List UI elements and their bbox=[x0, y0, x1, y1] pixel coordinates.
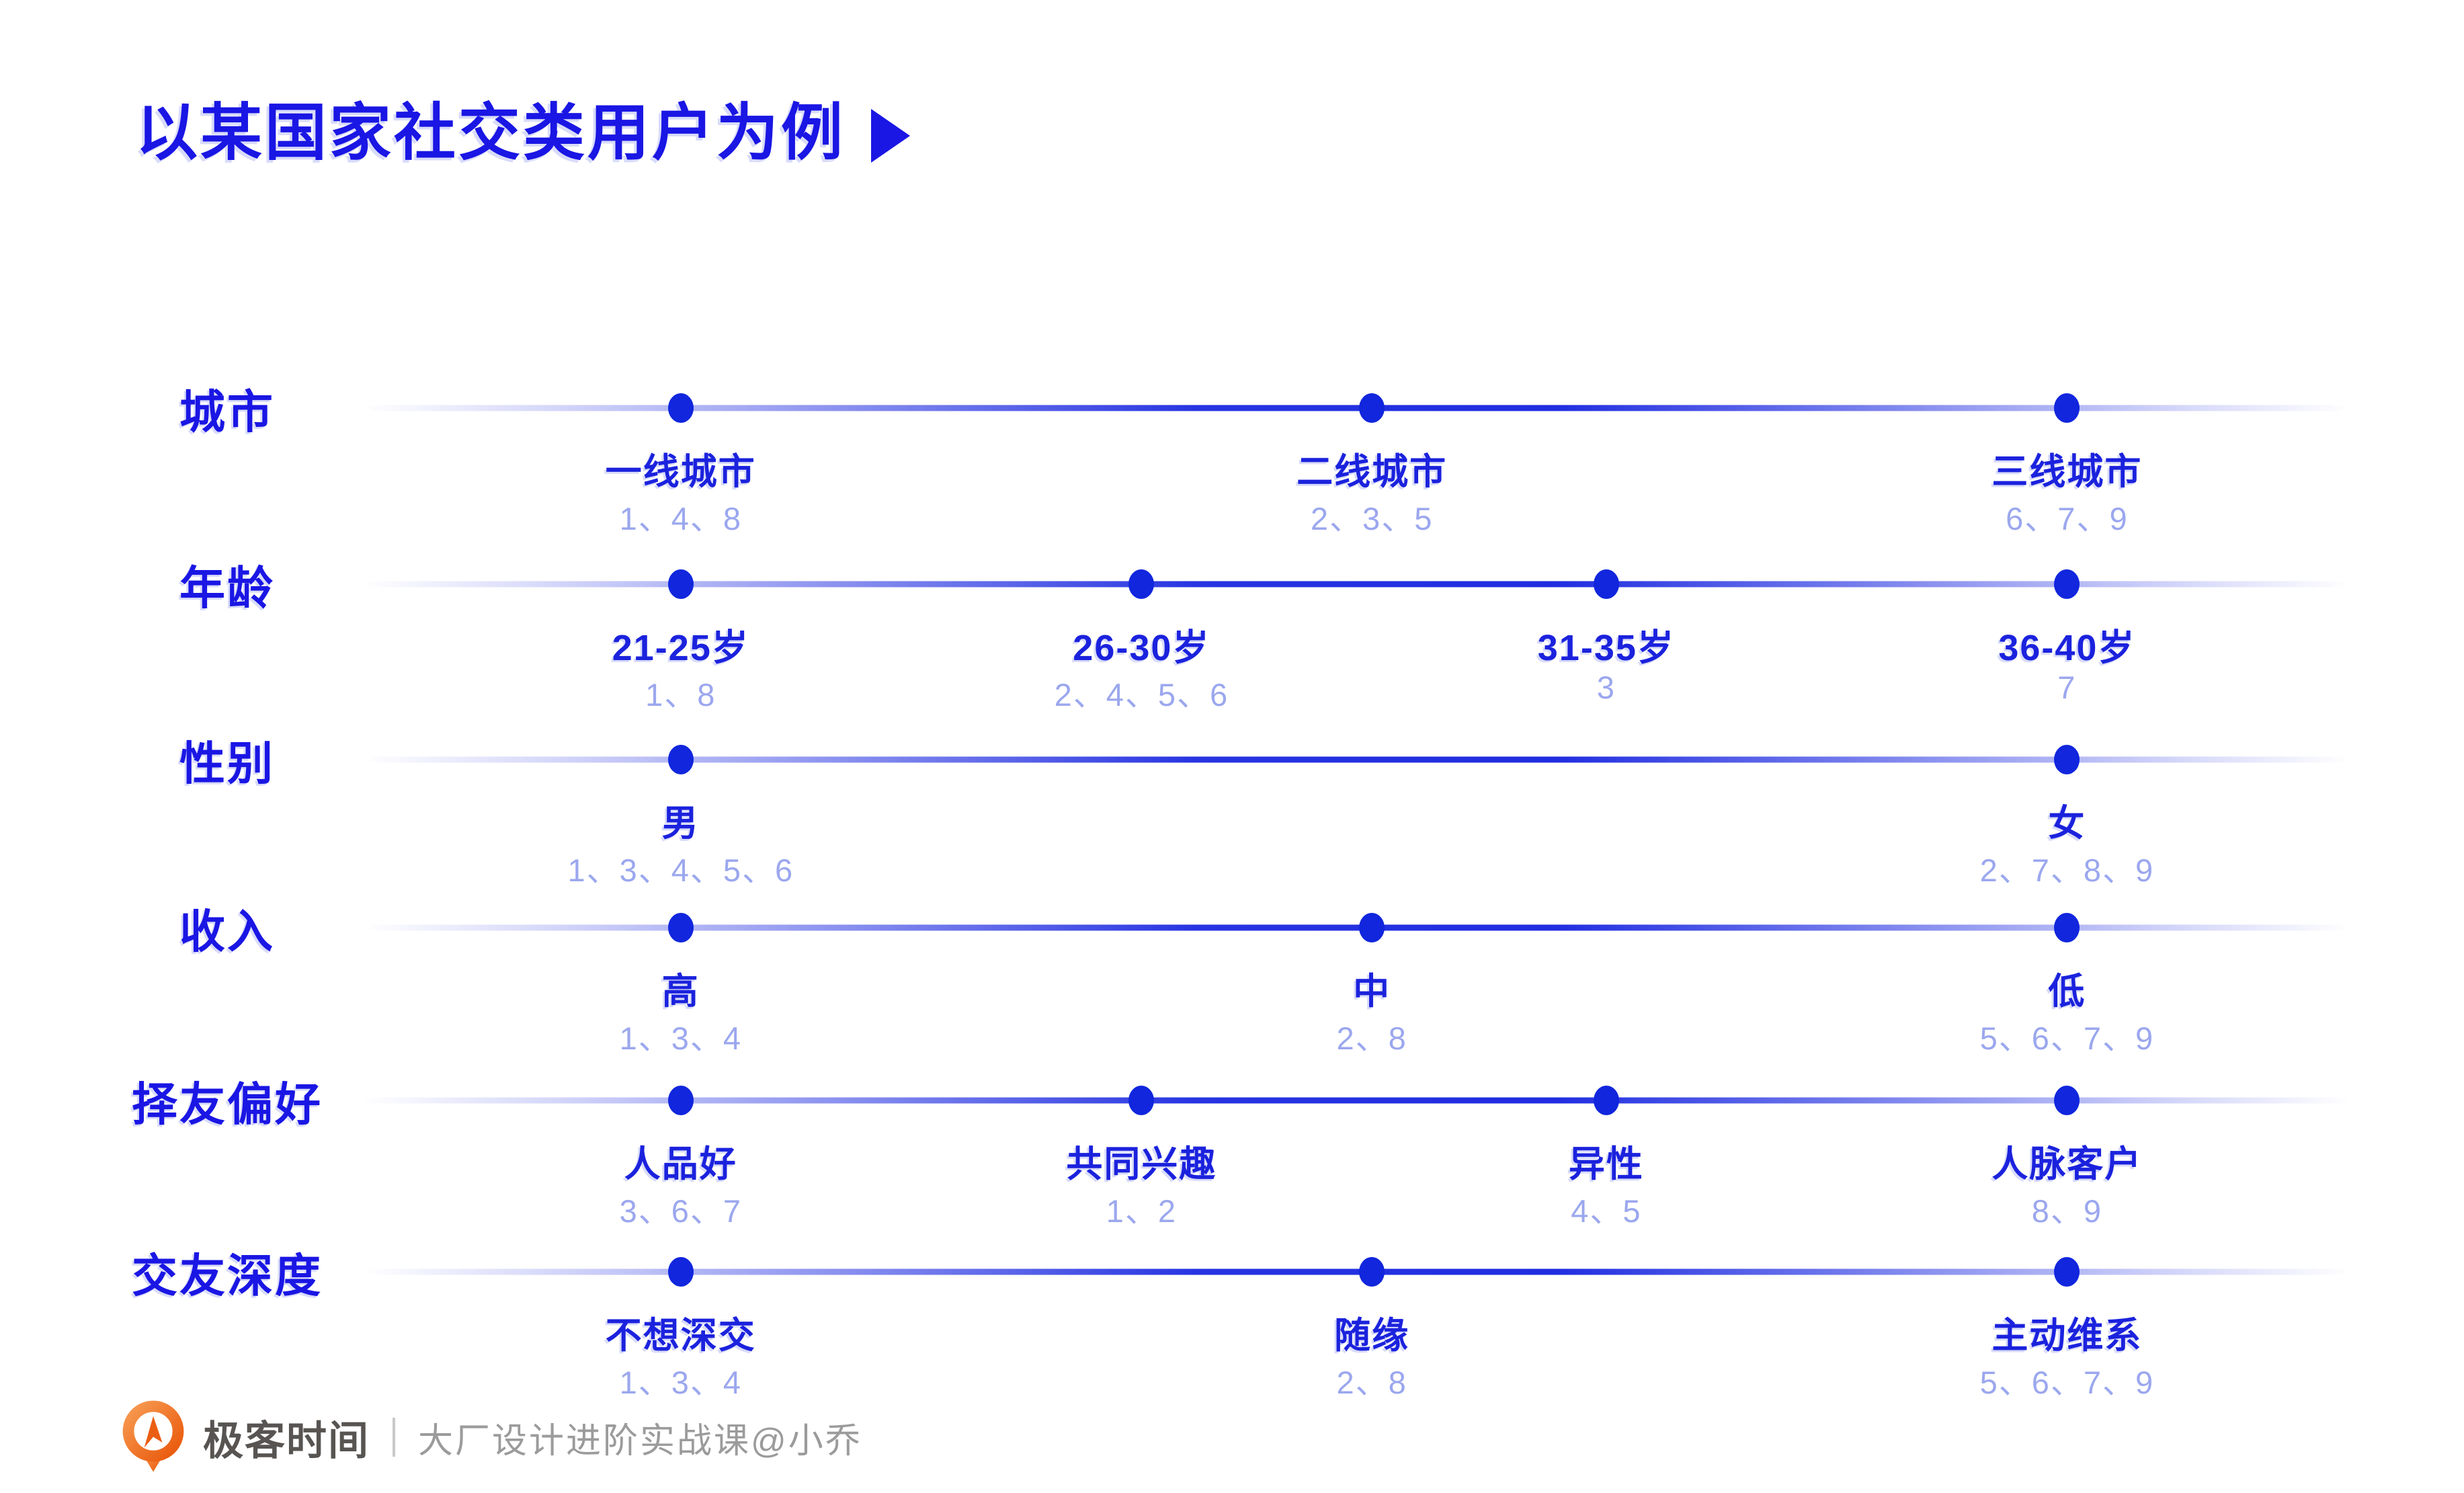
option-label: 随缘 bbox=[1334, 1316, 1410, 1356]
footer: 极客时间 大厂设计进阶实战课@小乔 bbox=[116, 1400, 862, 1475]
option-user-ids: 3 bbox=[1596, 670, 1616, 705]
option-label: 不想深交 bbox=[605, 1316, 756, 1356]
data-point-dot bbox=[1359, 393, 1385, 423]
page-title: 以某国家社交类用户为例 bbox=[136, 99, 911, 167]
option-user-ids: 8、9 bbox=[2031, 1193, 2103, 1229]
attribute-label: 性别 bbox=[179, 738, 275, 790]
option-label: 主动维系 bbox=[1991, 1316, 2143, 1356]
option-user-ids: 3、6、7 bbox=[619, 1193, 743, 1229]
attribute-label: 收入 bbox=[179, 906, 275, 958]
data-point-dot bbox=[667, 569, 694, 599]
data-point-dot bbox=[667, 745, 694, 774]
axis-line bbox=[363, 756, 2349, 763]
data-point-dot bbox=[667, 393, 694, 423]
course-credit: 大厂设计进阶实战课@小乔 bbox=[418, 1421, 862, 1461]
option-user-ids: 1、3、4 bbox=[619, 1365, 743, 1400]
option-label: 低 bbox=[2048, 971, 2086, 1012]
data-point-dot bbox=[1593, 569, 1619, 599]
option-label: 共同兴趣 bbox=[1066, 1144, 1217, 1184]
data-point-dot bbox=[1128, 1086, 1155, 1115]
option-label: 二线城市 bbox=[1297, 452, 1448, 492]
option-label: 一线城市 bbox=[605, 452, 756, 492]
geektime-logo-icon bbox=[116, 1400, 191, 1475]
axis-line bbox=[363, 1268, 2349, 1275]
axis-line bbox=[363, 1097, 2349, 1104]
axis-line bbox=[363, 405, 2349, 411]
attribute-label: 交友深度 bbox=[131, 1250, 323, 1302]
option-label: 高 bbox=[661, 971, 700, 1012]
data-point-dot bbox=[2054, 393, 2080, 423]
option-user-ids: 1、3、4、5、6 bbox=[567, 852, 794, 888]
option-user-ids: 2、8 bbox=[1336, 1020, 1407, 1056]
option-user-ids: 2、8 bbox=[1336, 1365, 1407, 1400]
option-label: 男 bbox=[661, 803, 700, 844]
data-point-dot bbox=[1593, 1086, 1619, 1115]
attribute-label: 择友偏好 bbox=[131, 1079, 323, 1131]
option-user-ids: 7 bbox=[2057, 670, 2077, 705]
data-point-dot bbox=[667, 1086, 694, 1115]
data-point-dot bbox=[2054, 745, 2080, 774]
option-user-ids: 6、7、9 bbox=[2006, 501, 2129, 536]
axis-line bbox=[363, 581, 2349, 588]
option-user-ids: 1、8 bbox=[645, 677, 716, 713]
option-user-ids: 5、6、7、9 bbox=[1979, 1020, 2155, 1056]
option-user-ids: 2、7、8、9 bbox=[1979, 852, 2155, 888]
data-point-dot bbox=[1359, 913, 1385, 942]
data-point-dot bbox=[1128, 569, 1155, 599]
data-point-dot bbox=[2054, 1257, 2080, 1287]
option-label: 中 bbox=[1353, 971, 1391, 1012]
option-label: 异性 bbox=[1568, 1144, 1644, 1184]
attribute-label: 城市 bbox=[179, 387, 275, 438]
option-label: 36-40岁 bbox=[1998, 628, 2136, 668]
axis-line bbox=[363, 924, 2349, 931]
option-user-ids: 4、5 bbox=[1571, 1193, 1642, 1229]
data-point-dot bbox=[2054, 913, 2080, 942]
option-label: 31-35岁 bbox=[1537, 628, 1675, 668]
option-label: 人脉客户 bbox=[1991, 1144, 2143, 1184]
title-text: 以某国家社交类用户为例 bbox=[136, 99, 846, 167]
data-point-dot bbox=[667, 913, 694, 942]
option-user-ids: 2、4、5、6 bbox=[1054, 677, 1229, 713]
option-user-ids: 1、4、8 bbox=[619, 501, 743, 536]
option-user-ids: 5、6、7、9 bbox=[1979, 1365, 2155, 1400]
option-user-ids: 2、3、5 bbox=[1310, 501, 1434, 536]
option-label: 26-30岁 bbox=[1073, 628, 1210, 668]
data-point-dot bbox=[2054, 1086, 2080, 1115]
option-label: 人品好 bbox=[624, 1144, 737, 1184]
option-label: 21-25岁 bbox=[612, 628, 749, 668]
option-label: 女 bbox=[2048, 803, 2086, 844]
data-point-dot bbox=[667, 1257, 694, 1287]
attribute-label: 年龄 bbox=[179, 563, 275, 614]
option-user-ids: 1、3、4 bbox=[619, 1020, 743, 1056]
option-user-ids: 1、2 bbox=[1106, 1193, 1177, 1229]
data-point-dot bbox=[1359, 1257, 1385, 1287]
footer-divider bbox=[393, 1418, 395, 1457]
play-triangle-icon bbox=[871, 108, 911, 163]
data-point-dot bbox=[2054, 569, 2080, 599]
option-label: 三线城市 bbox=[1991, 452, 2143, 492]
brand-name: 极客时间 bbox=[203, 1418, 370, 1463]
